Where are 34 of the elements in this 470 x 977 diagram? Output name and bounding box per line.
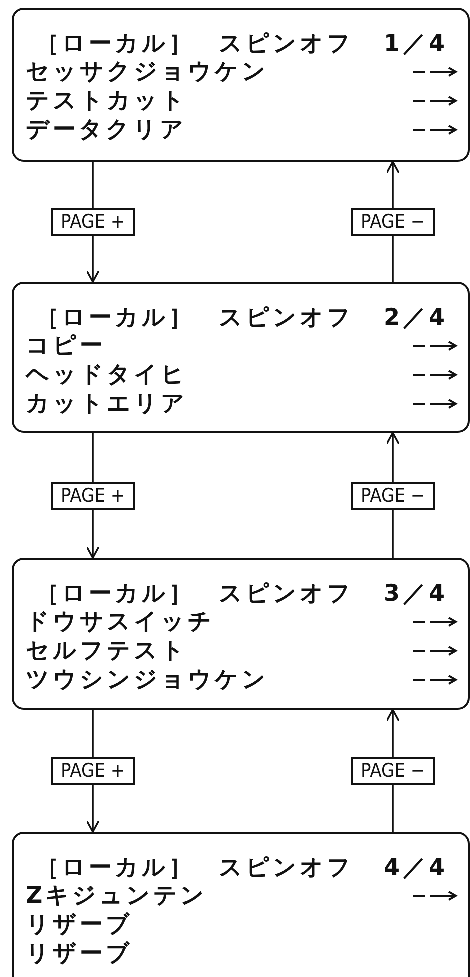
page-number: 2／4	[384, 304, 448, 332]
menu-title: スピンオフ	[219, 854, 354, 882]
menu-title: スピンオフ	[219, 304, 354, 332]
menu-title: スピンオフ	[219, 580, 354, 608]
mode-label: ［ローカル］	[36, 304, 195, 332]
menu-item: リザーブ	[26, 940, 133, 968]
menu-item: セッサクジョウケン	[26, 58, 269, 86]
menu-item: ツウシンジョウケン	[26, 666, 269, 694]
menu-item: テストカット	[26, 87, 188, 115]
menu-item: Zキジュンテン	[26, 882, 208, 910]
edge-label: PAGE −	[351, 482, 436, 510]
mode-label: ［ローカル］	[36, 30, 195, 58]
menu-title: スピンオフ	[219, 30, 354, 58]
edge-label: PAGE +	[51, 757, 136, 785]
menu-item: ヘッドタイヒ	[26, 361, 188, 389]
screen-box	[12, 832, 470, 977]
screen-box	[12, 8, 470, 162]
menu-item: リザーブ	[26, 911, 133, 939]
menu-item: データクリア	[26, 116, 187, 144]
page-number: 3／4	[384, 580, 448, 608]
menu-item: コピー	[26, 332, 106, 360]
edge-label: PAGE −	[351, 208, 436, 236]
menu-item: セルフテスト	[26, 637, 188, 665]
menu-item: ドウサスイッチ	[26, 608, 215, 636]
screen-box	[12, 558, 470, 710]
screen-box	[12, 282, 470, 433]
mode-label: ［ローカル］	[36, 854, 195, 882]
edge-label: PAGE +	[51, 208, 136, 236]
mode-label: ［ローカル］	[36, 580, 195, 608]
page-number: 1／4	[384, 30, 448, 58]
edge-label: PAGE −	[351, 757, 436, 785]
menu-item: カットエリア	[26, 390, 188, 418]
page-number: 4／4	[384, 854, 448, 882]
edge-label: PAGE +	[51, 482, 136, 510]
